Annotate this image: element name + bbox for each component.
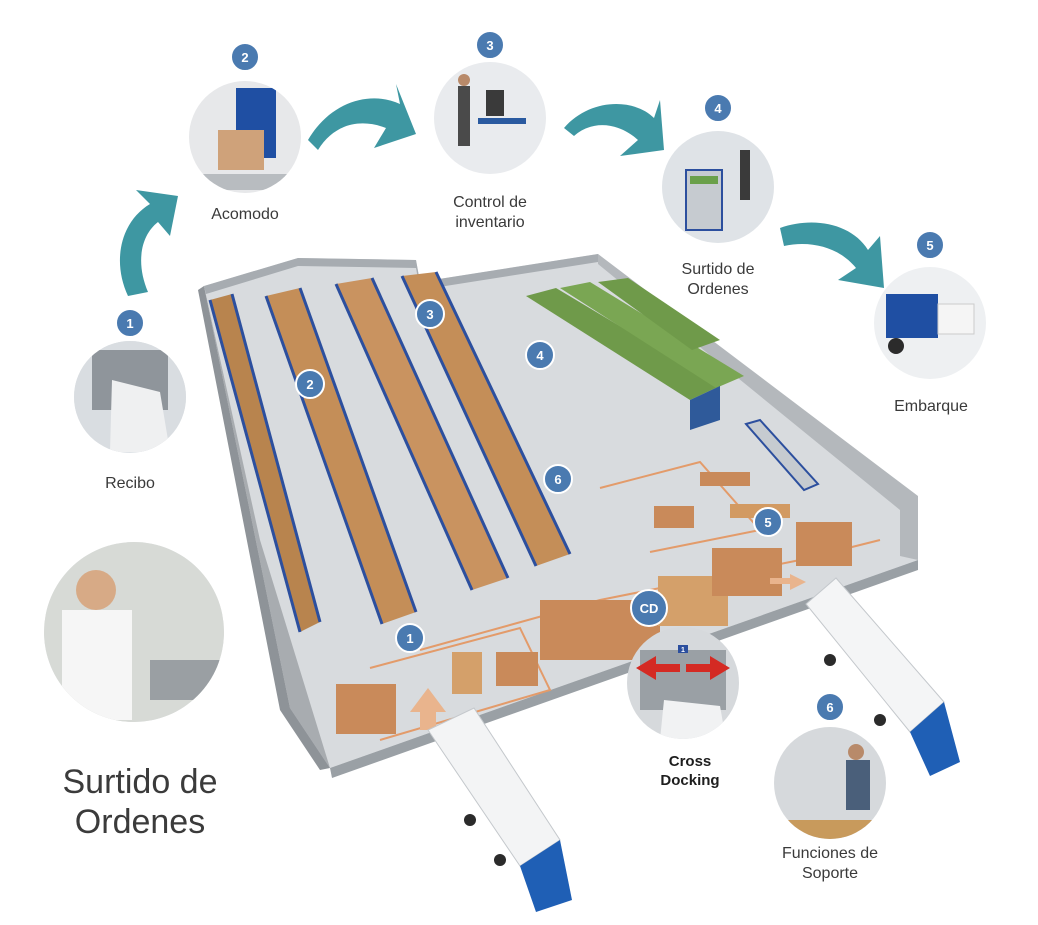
photo-recibo (74, 341, 186, 453)
svg-text:4: 4 (536, 348, 544, 363)
picking-shelves (526, 278, 744, 430)
floor-marker-1: 1 (395, 623, 425, 653)
svg-text:4: 4 (714, 101, 722, 116)
step-badge-1: 1 (115, 308, 145, 338)
page-title: Surtido de Ordenes (62, 763, 218, 841)
step-label-control-inventario: Control de inventario (453, 194, 527, 231)
step-badge-3: 3 (475, 30, 505, 60)
step-label-acomodo: Acomodo (211, 206, 279, 223)
step-badge-2: 2 (230, 42, 260, 72)
svg-text:CD: CD (640, 601, 659, 616)
photo-acomodo (189, 81, 301, 193)
flow-arrow-1-2 (119, 190, 178, 296)
flow-arrow-3-4 (564, 100, 664, 156)
step-label-recibo: Recibo (105, 475, 155, 492)
flow-arrow-2-3 (308, 84, 416, 150)
svg-text:5: 5 (764, 515, 771, 530)
photo-surtido (662, 131, 774, 243)
svg-text:1: 1 (126, 316, 133, 331)
outbound-truck (805, 577, 960, 776)
photo-control-inventario (434, 62, 546, 174)
pallets (336, 506, 852, 734)
photo-operator (44, 542, 224, 722)
step-badge-5: 5 (915, 230, 945, 260)
svg-text:5: 5 (926, 238, 933, 253)
step-label-embarque: Embarque (894, 398, 968, 415)
photo-embarque (874, 267, 986, 379)
svg-text:3: 3 (426, 307, 433, 322)
floor-arrow-outbound (770, 574, 806, 590)
svg-text:2: 2 (241, 50, 248, 65)
floor-marker-5: 5 (753, 507, 783, 537)
floor-marker-6: 6 (543, 464, 573, 494)
step-badge-4: 4 (703, 93, 733, 123)
step-label-surtido: Surtido de Ordenes (681, 261, 755, 298)
cross-docking-label: Cross Docking (660, 753, 720, 789)
svg-text:6: 6 (554, 472, 561, 487)
floor-arrow-inbound (410, 688, 446, 730)
step-label-soporte: Funciones de Soporte (781, 845, 879, 882)
floor-marker-cd: CD (630, 589, 668, 627)
photo-cross-docking: 1 (627, 627, 739, 739)
floor-marker-2: 2 (295, 369, 325, 399)
floor-marker-4: 4 (525, 340, 555, 370)
inbound-truck (427, 707, 572, 912)
svg-text:6: 6 (826, 700, 833, 715)
step-badge-6: 6 (815, 692, 845, 722)
photo-soporte (774, 727, 886, 839)
cross-docking-door-number: 1 (681, 647, 685, 654)
svg-text:1: 1 (406, 631, 413, 646)
flow-arrow-4-5 (780, 222, 884, 288)
svg-text:2: 2 (306, 377, 313, 392)
floor-marker-3: 3 (415, 299, 445, 329)
svg-text:3: 3 (486, 38, 493, 53)
